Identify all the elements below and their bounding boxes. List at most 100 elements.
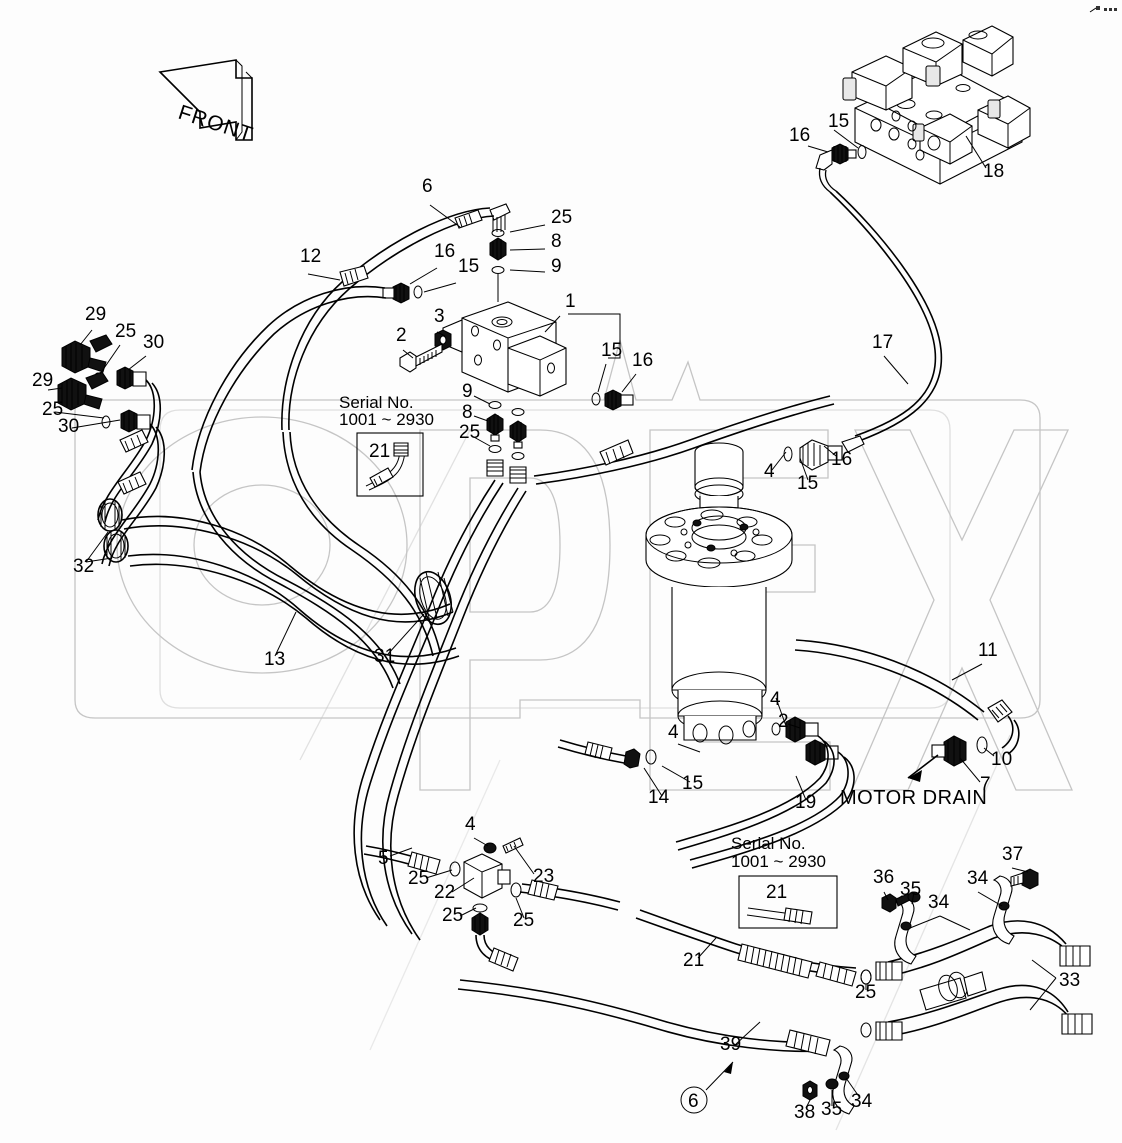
callout-25d: 25 <box>459 422 480 443</box>
callout-34c: 34 <box>851 1091 873 1112</box>
serial-note-box-1: Serial No. 1001 ~ 2930 21 <box>339 393 434 497</box>
callout-18: 18 <box>983 161 1004 182</box>
callout-8a: 8 <box>551 231 562 252</box>
callout-14: 14 <box>648 787 670 808</box>
callout-4d: 4 <box>465 814 476 835</box>
callout-25g: 25 <box>513 910 534 931</box>
washer-10 <box>976 736 988 754</box>
callout-15b: 15 <box>601 340 622 361</box>
hose-19 <box>675 735 855 869</box>
solenoid-valve-block <box>815 25 1031 193</box>
callout-32: 32 <box>73 556 94 577</box>
serial-note-2-item: 21 <box>766 882 787 903</box>
callout-25c: 25 <box>42 399 63 420</box>
callout-36: 36 <box>873 867 894 888</box>
callout-29b: 29 <box>32 370 53 391</box>
hose-set-lower-left <box>192 431 441 689</box>
callout-12: 12 <box>300 246 321 267</box>
callout-10: 10 <box>991 749 1012 770</box>
callout-15d: 15 <box>797 473 818 494</box>
pipe-assembly-33 <box>875 920 1093 1041</box>
fitting-16-left <box>382 282 410 304</box>
callout-2a: 2 <box>396 325 407 346</box>
fitting-16-right <box>604 389 634 411</box>
callout-1: 1 <box>565 291 576 312</box>
serial-note-1-line2: 1001 ~ 2930 <box>339 410 434 429</box>
callout-4a: 4 <box>764 461 775 482</box>
hose-21 <box>635 909 872 987</box>
bolt-23 <box>483 837 524 854</box>
callout-30b: 30 <box>58 416 79 437</box>
left-fitting-cluster-lower <box>57 371 151 433</box>
callout-37: 37 <box>1002 844 1023 865</box>
callout-15e: 15 <box>682 773 703 794</box>
left-fitting-cluster-upper <box>61 334 147 390</box>
swivel-joint-assembly <box>645 442 793 745</box>
callout-8b: 8 <box>462 402 473 423</box>
circled-ref-6: 6 <box>680 1061 734 1114</box>
callout-9b: 9 <box>462 381 473 402</box>
motor-drain-label: MOTOR DRAIN <box>840 787 987 809</box>
tee-22-cluster <box>363 837 621 972</box>
callout-13: 13 <box>264 649 285 670</box>
callout-23: 23 <box>533 866 554 887</box>
hose-12 <box>191 265 387 473</box>
clamp-34-right <box>992 875 1015 945</box>
callout-25h: 25 <box>855 982 876 1003</box>
callout-16d: 16 <box>831 449 852 470</box>
callout-39: 39 <box>720 1034 741 1055</box>
callout-17: 17 <box>872 332 893 353</box>
callout-4b: 4 <box>770 689 781 710</box>
swivel-bottom-fittings <box>771 716 839 766</box>
callout-25e: 25 <box>408 868 429 889</box>
corner-mark <box>1089 6 1117 13</box>
hose-14 <box>557 739 657 769</box>
hose-6 <box>281 207 495 431</box>
serial-note-2-line1: Serial No. <box>731 834 806 853</box>
washer-15-right <box>591 392 601 406</box>
serial-note-2-line2: 1001 ~ 2930 <box>731 852 826 871</box>
callout-38: 38 <box>794 1102 815 1123</box>
callout-25a: 25 <box>551 207 572 228</box>
callout-5: 5 <box>378 848 389 869</box>
callout-34b: 34 <box>967 868 989 889</box>
callout-33: 33 <box>1059 970 1080 991</box>
callout-19: 19 <box>795 792 816 813</box>
manifold-block-1 <box>382 203 634 484</box>
serial-note-1-item: 21 <box>369 441 390 462</box>
callout-2b: 2 <box>778 711 789 732</box>
callout-29a: 29 <box>85 304 106 325</box>
callout-15a: 15 <box>458 256 479 277</box>
hose-center-right-run <box>533 395 835 485</box>
callout-6: 6 <box>422 176 433 197</box>
serial-note-1-line1: Serial No. <box>339 393 414 412</box>
hose-11 <box>794 639 1020 782</box>
hose-21-crimp <box>737 943 813 979</box>
callout-35b: 35 <box>821 1099 842 1120</box>
callout-22: 22 <box>434 882 455 903</box>
callout-31: 31 <box>374 646 395 667</box>
callout-25b: 25 <box>115 321 136 342</box>
hose-39 <box>457 979 872 1057</box>
washer-15-left <box>413 285 423 299</box>
callout-35a: 35 <box>900 879 921 900</box>
callout-15c: 15 <box>828 111 849 132</box>
nut-38 <box>802 1080 818 1101</box>
callout-34a: 34 <box>928 892 950 913</box>
callout-21: 21 <box>683 950 704 971</box>
circled-ref-6-text: 6 <box>688 1091 699 1112</box>
callout-7: 7 <box>980 774 991 795</box>
clamp-34-left <box>894 895 917 965</box>
callout-16a: 16 <box>434 241 455 262</box>
leader-lines <box>47 129 1057 1109</box>
callout-numbers: 6 25 8 9 12 16 15 1 3 2 15 16 29 25 30 2… <box>32 111 1080 1123</box>
callout-4c: 4 <box>668 722 679 743</box>
clamp-34-bottom <box>832 1045 855 1115</box>
port-stack-left <box>486 401 504 477</box>
hose-bundle-31 <box>353 479 527 941</box>
callout-30a: 30 <box>143 332 164 353</box>
washer-15-top <box>857 145 867 159</box>
